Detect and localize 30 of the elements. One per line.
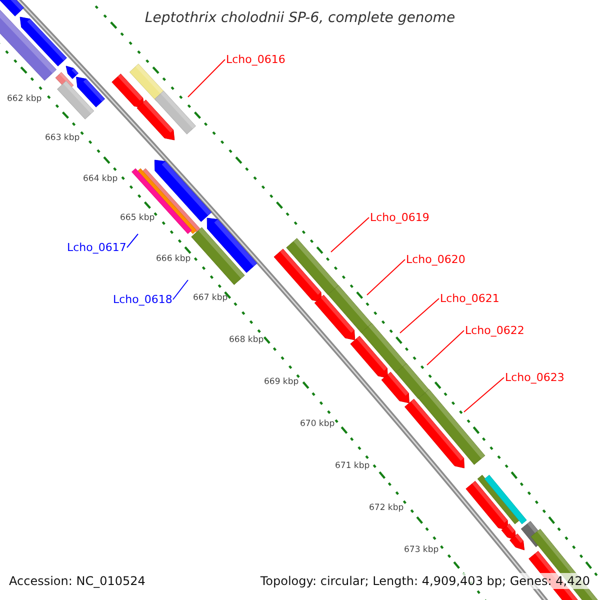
accession-text: Accession: NC_010524 (9, 575, 146, 587)
leader-line (330, 217, 370, 252)
gene-label: Lcho_0620 (406, 254, 466, 265)
gene-label: Lcho_0617 (67, 242, 126, 253)
gene-label: Lcho_0621 (440, 293, 500, 304)
position-label: 665 kbp (120, 214, 155, 222)
gene-label: Lcho_0616 (226, 54, 286, 65)
gene-label: Lcho_0619 (370, 212, 430, 223)
position-label: 662 kbp (7, 95, 42, 104)
gene-label: Lcho_0622 (465, 325, 524, 336)
position-label: 670 kbp (300, 420, 335, 428)
leader-line (126, 234, 138, 248)
leader-line (464, 377, 504, 412)
position-label: 667 kbp (193, 294, 228, 302)
position-label: 666 kbp (156, 255, 191, 264)
gene-label: Lcho_0623 (505, 372, 564, 383)
position-label: 672 kbp (369, 504, 404, 512)
gene-label: Lcho_0618 (113, 294, 172, 305)
position-label: 668 kbp (229, 336, 264, 344)
leader-line (366, 259, 406, 296)
position-label: 669 kbp (264, 378, 299, 386)
leader-line (400, 298, 440, 334)
leader-line (426, 330, 464, 366)
position-label: 671 kbp (335, 462, 370, 470)
leader-line (172, 280, 188, 300)
title: Leptothrix cholodnii SP-6, complete genome (144, 11, 456, 25)
position-label: 664 kbp (83, 175, 118, 184)
leader-line (188, 59, 226, 98)
position-label: 663 kbp (45, 134, 80, 142)
position-label: 673 kbp (404, 546, 439, 554)
